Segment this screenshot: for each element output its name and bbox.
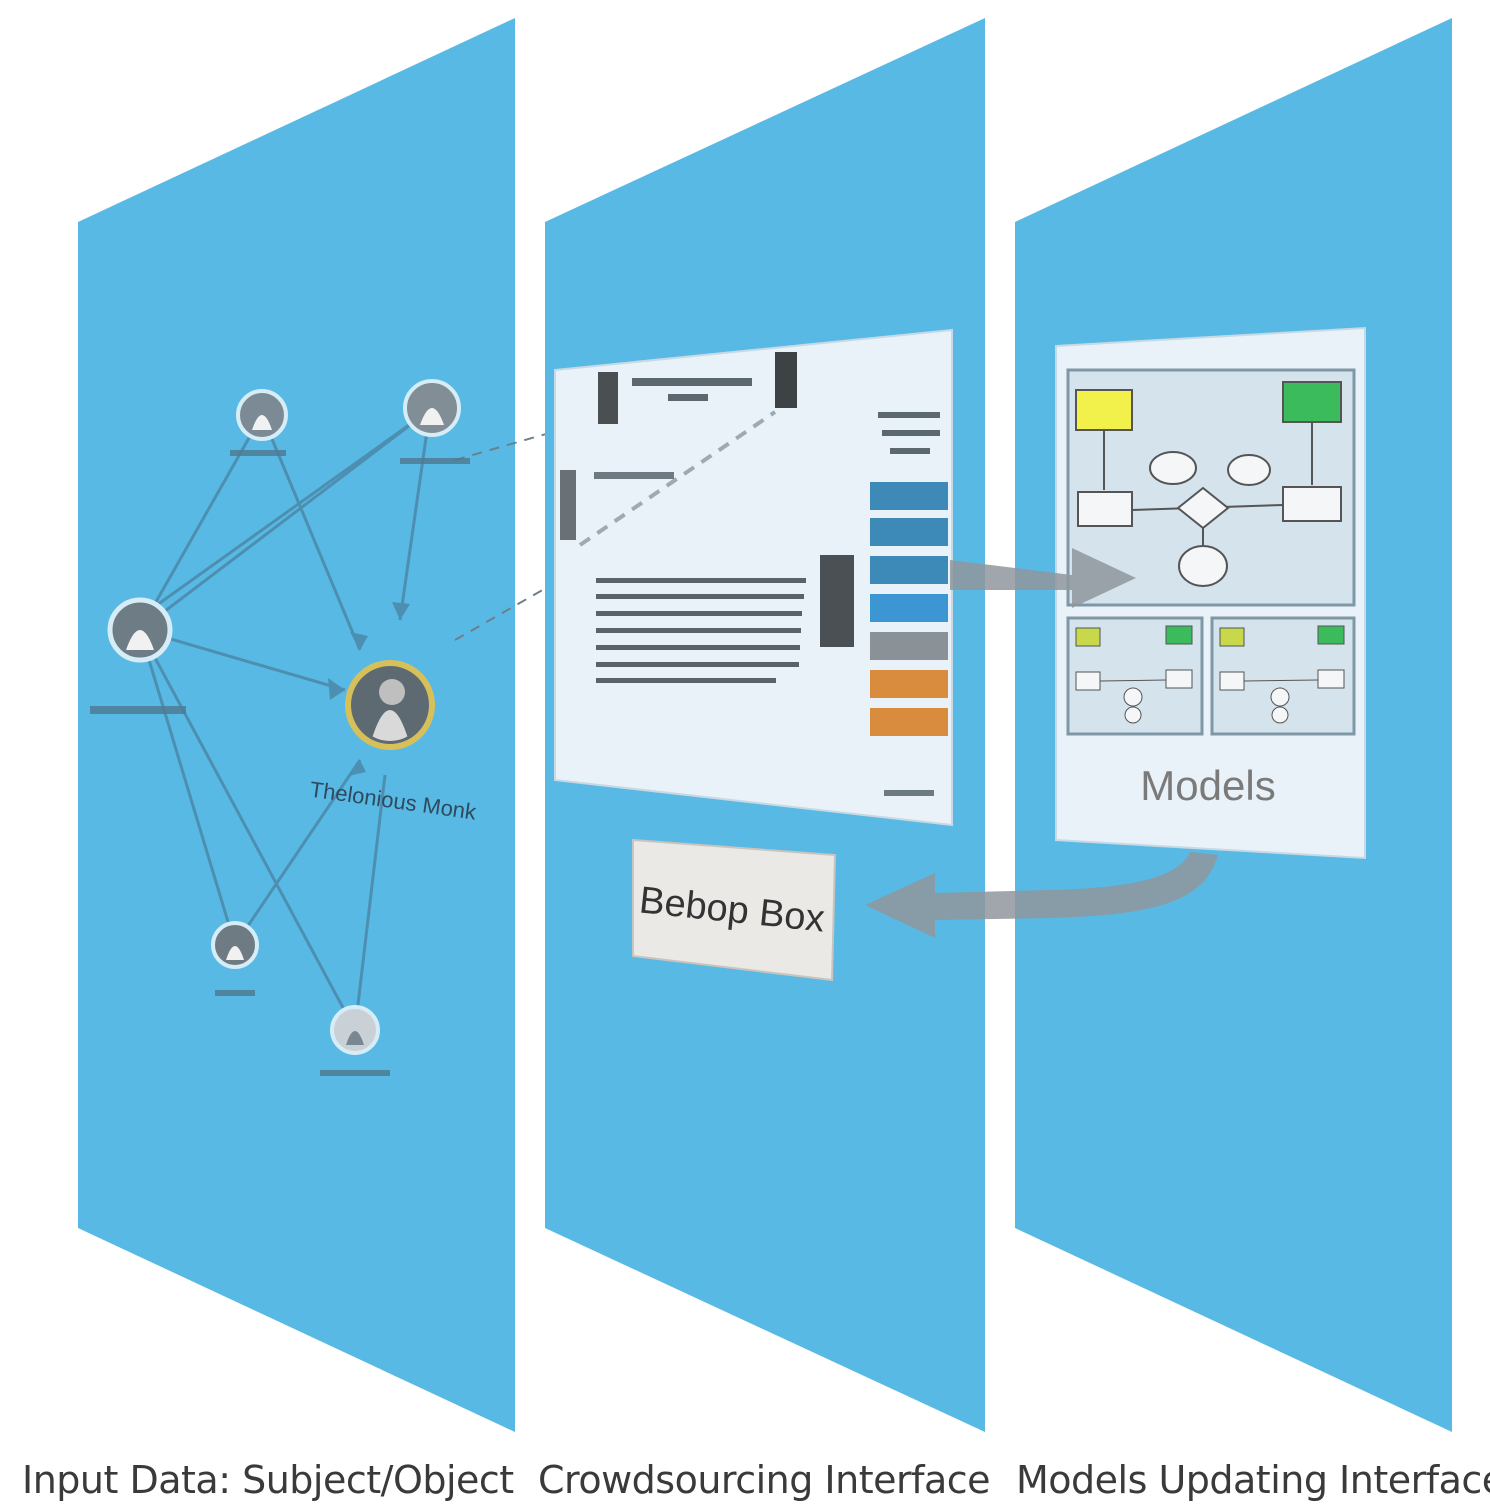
arrowhead [350,632,368,650]
text-line [596,662,799,667]
answer-button[interactable] [870,594,948,622]
answer-button[interactable] [870,556,948,584]
context-paragraph [596,578,806,683]
answer-button[interactable] [870,708,948,736]
model-box [1282,486,1342,522]
relation-line [578,410,777,547]
text-line [596,594,804,599]
crowdsourcing-panel: Bebop Box [545,18,985,1432]
footer-link[interactable] [884,790,934,796]
graph-edge [353,774,387,1031]
models-to-bebop-arrow [865,852,1218,938]
graph-node[interactable] [320,1005,390,1076]
graph-arrowheads [328,602,410,776]
text-line [596,645,800,650]
arrowhead [392,602,410,620]
graph-edge [138,629,237,946]
graph-node[interactable] [90,597,186,714]
graph-edge [149,408,431,612]
text-line [596,628,801,633]
model-entity [1282,381,1342,423]
graph-edge [139,628,346,692]
graph-node[interactable] [230,389,288,456]
answer-button[interactable] [870,632,948,660]
graph-node-thelonious-monk[interactable] [345,660,435,750]
question-prompt [882,430,940,436]
graph-edge [139,408,431,632]
flow-arrows [865,548,1218,938]
crowd-to-models-arrow [950,548,1136,608]
model-thumbnail[interactable] [1066,616,1204,736]
models-panel: Models [1015,18,1452,1432]
input-data-caption: Input Data: Subject/Object [22,1458,514,1502]
graph-edge [233,759,362,946]
input-panel-plane [78,18,515,1432]
projection-lines [454,429,561,641]
arrowhead [348,760,366,776]
answer-button[interactable] [870,518,948,546]
question-text [668,394,708,401]
text-line [596,611,802,616]
model-attribute [1227,454,1271,486]
model-attribute [1149,451,1197,485]
models-caption: Models Updating Interface [1016,1458,1490,1502]
subject-thumbnail-small [560,470,576,540]
models-screen: Models [1055,326,1366,860]
projection-line [454,579,561,641]
graph-node[interactable] [211,921,259,996]
answer-button[interactable] [870,482,948,510]
model-thumbnail[interactable] [1210,616,1356,736]
question-text [632,378,752,386]
text-line [596,578,806,583]
object-portrait [820,555,854,647]
object-thumbnail [775,352,797,408]
graph-edge [138,629,357,1031]
models-title: Models [1140,762,1275,809]
subject-thumbnail [598,372,618,424]
bebop-box-card: Bebop Box [632,838,837,982]
crowdsourcing-caption: Crowdsourcing Interface [538,1458,991,1502]
question-prompt [878,412,940,418]
question-prompt [890,448,930,454]
input-data-panel: Thelonious Monk [78,18,561,1432]
text-line [596,678,776,683]
arrowhead [328,678,345,700]
relation-label [594,472,674,479]
graph-node[interactable] [400,379,470,464]
model-attribute [1178,545,1228,587]
graph-edge [398,409,432,621]
answer-button[interactable] [870,670,948,698]
model-box [1077,491,1133,527]
projection-line [454,429,561,461]
model-entity [1075,389,1133,431]
crowd-screen [554,328,953,827]
